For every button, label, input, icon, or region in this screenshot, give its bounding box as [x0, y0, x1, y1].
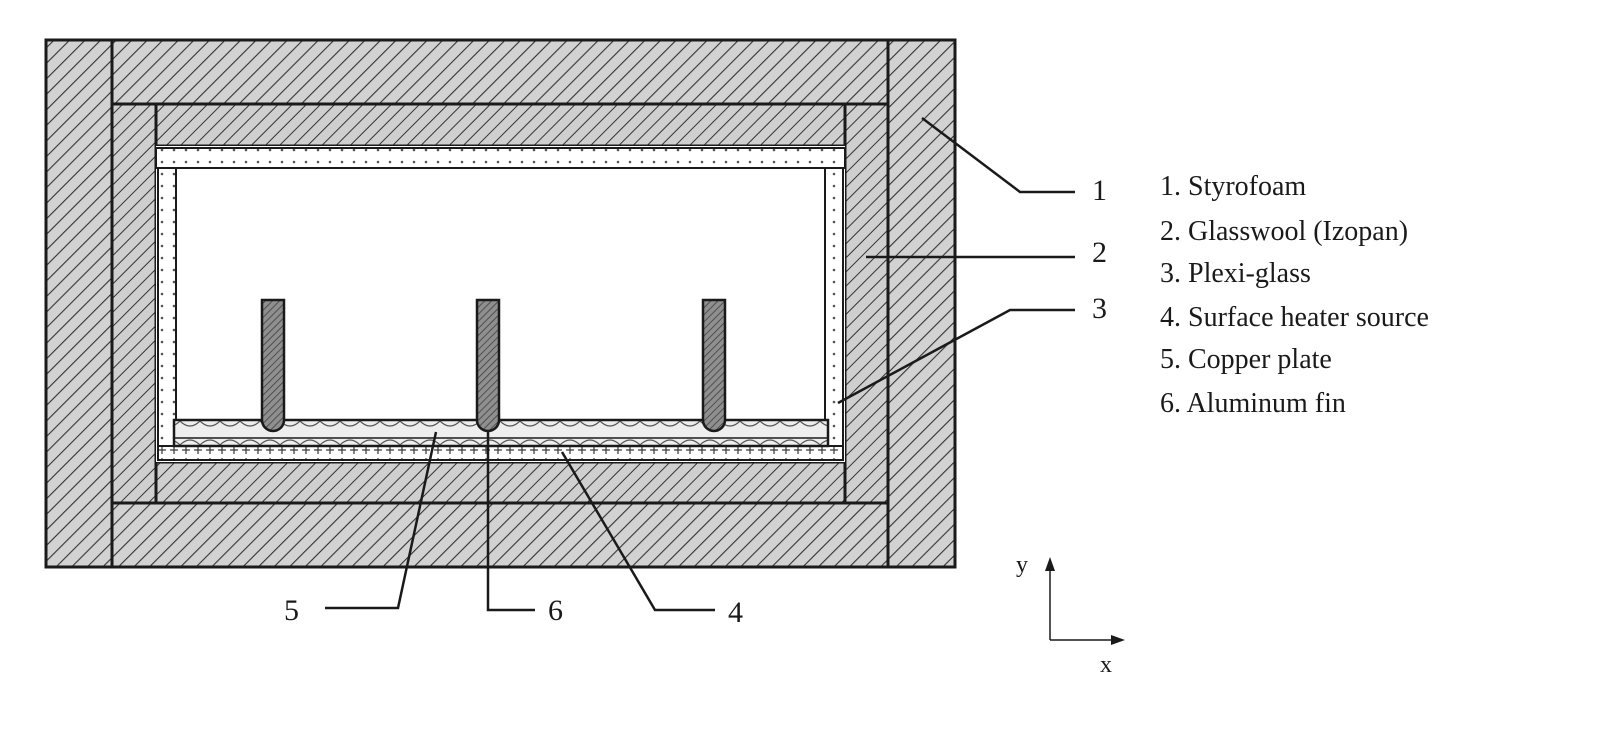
- leader-line-5: [325, 431, 438, 610]
- leader-line-6: [486, 432, 535, 612]
- styrofoam-left-wall: [44, 38, 114, 569]
- leader-lines: [325, 117, 1075, 612]
- fin-left: [260, 298, 286, 433]
- glasswool-layer: [110, 102, 890, 505]
- leader-line-4: [560, 451, 715, 612]
- plexiglass-layer: [155, 147, 846, 449]
- inner-cavity: [156, 146, 845, 462]
- callout-6: 6: [548, 594, 563, 627]
- leader-line-3: [837, 308, 1075, 405]
- legend-item-aluminum-fin: 6. Aluminum fin: [1160, 388, 1346, 419]
- coordinate-axes: y x: [1016, 552, 1125, 678]
- callout-2: 2: [1092, 236, 1107, 269]
- plexiglass-top-liner: [155, 147, 846, 169]
- glasswool-top-wall: [154, 102, 847, 148]
- x-axis-arrow-icon: [1111, 635, 1125, 645]
- y-axis-label: y: [1016, 552, 1028, 578]
- legend: 1. Styrofoam 2. Glasswool (Izopan) 3. Pl…: [1160, 171, 1429, 419]
- glasswool-right-wall: [843, 102, 890, 505]
- legend-item-plexiglass: 3. Plexi-glass: [1160, 258, 1311, 289]
- callout-4: 4: [728, 596, 743, 629]
- fin-center: [475, 298, 501, 433]
- styrofoam-layer: [44, 38, 957, 569]
- callout-5: 5: [284, 594, 299, 627]
- styrofoam-bottom-wall: [110, 501, 890, 569]
- leader-line-1: [921, 117, 1075, 194]
- glasswool-left-wall: [110, 102, 158, 505]
- x-axis-label: x: [1100, 652, 1112, 678]
- legend-item-glasswool: 2. Glasswool (Izopan): [1160, 216, 1408, 247]
- legend-item-copper-plate: 5. Copper plate: [1160, 344, 1332, 375]
- plexiglass-right-liner: [824, 167, 844, 449]
- legend-item-styrofoam: 1. Styrofoam: [1160, 171, 1306, 202]
- surface-heater: [157, 445, 844, 461]
- fin-right: [701, 298, 727, 433]
- callout-3: 3: [1092, 292, 1107, 325]
- styrofoam-right-wall: [886, 38, 957, 569]
- callout-1: 1: [1092, 174, 1107, 207]
- aluminum-fins: [260, 298, 727, 433]
- plexiglass-left-liner: [157, 167, 177, 449]
- glasswool-bottom-wall: [154, 460, 847, 505]
- y-axis-arrow-icon: [1045, 557, 1055, 571]
- styrofoam-top-wall: [110, 38, 890, 106]
- legend-item-surface-heater: 4. Surface heater source: [1160, 302, 1429, 333]
